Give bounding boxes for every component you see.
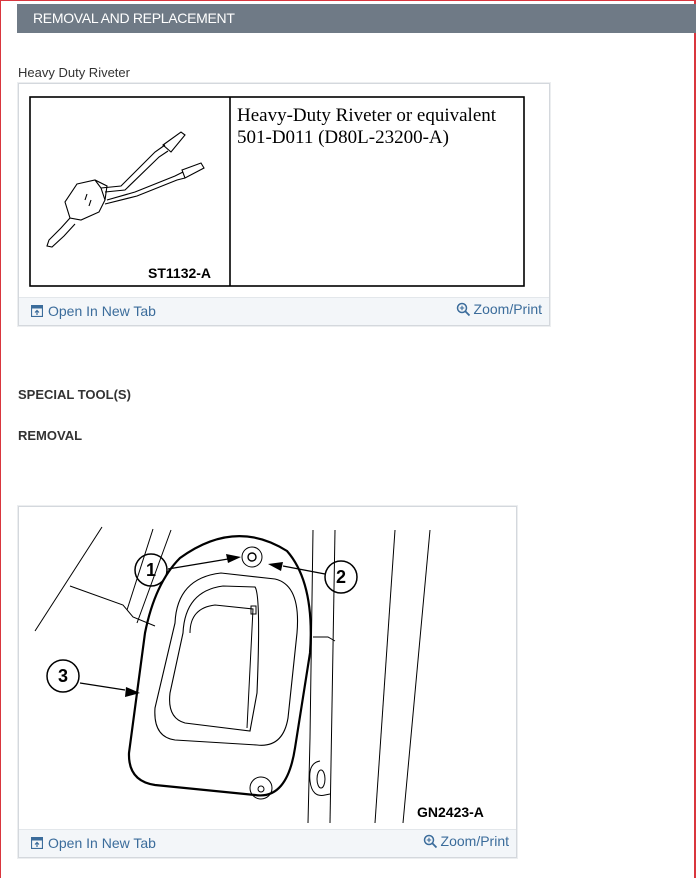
zoom-print-label: Zoom/Print [440,833,509,849]
tool-name: Heavy-Duty Riveter or equivalent [237,105,497,126]
section-title: REMOVAL AND REPLACEMENT [33,10,235,26]
callout-3: 3 [58,666,68,686]
callout-2: 2 [336,567,346,587]
tool-number: 501-D011 (D80L-23200-A) [237,127,449,148]
riveter-drawing [46,131,205,248]
door-handle-illustration: 1 2 3 GN2423-A [34,526,484,824]
special-tool-illustration: ST1132-A [29,96,525,287]
section-header: REMOVAL AND REPLACEMENT [17,4,696,33]
figure-removal-diagram: 1 2 3 GN2423-A Open In New Tab Zoom/Prin… [18,506,517,858]
tool-description: Heavy-Duty Riveter or equivalent 501-D01… [237,105,496,149]
figure-caption: Heavy Duty Riveter [18,65,130,80]
open-new-tab-icon [31,305,43,317]
open-in-new-tab-label: Open In New Tab [48,303,156,319]
zoom-print-link[interactable]: Zoom/Print [423,833,509,849]
zoom-print-label: Zoom/Print [473,301,542,317]
magnifier-plus-icon [456,302,470,316]
special-tools-heading: SPECIAL TOOL(S) [18,387,131,402]
open-in-new-tab-link[interactable]: Open In New Tab [31,303,156,319]
figure-toolbar: Open In New Tab Zoom/Print [19,297,549,325]
open-in-new-tab-label: Open In New Tab [48,835,156,851]
figure-special-tool: ST1132-A Heavy-Duty Riveter or equivalen… [18,83,550,326]
open-in-new-tab-link[interactable]: Open In New Tab [31,835,156,851]
figure-toolbar: Open In New Tab Zoom/Print [19,829,516,857]
open-new-tab-icon [31,837,43,849]
diagram-image-code: GN2423-A [417,804,484,820]
removal-heading: REMOVAL [18,428,83,443]
tool-image-code: ST1132-A [148,265,211,281]
callout-1: 1 [146,560,156,580]
magnifier-plus-icon [423,834,437,848]
zoom-print-link[interactable]: Zoom/Print [456,301,542,317]
